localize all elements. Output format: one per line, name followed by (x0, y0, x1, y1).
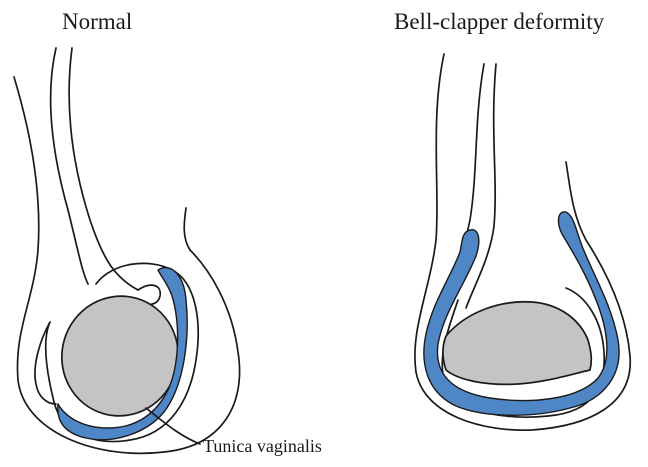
bell-clapper-panel (415, 54, 630, 430)
normal-testis (48, 282, 193, 429)
normal-panel-title: Normal (62, 10, 132, 33)
tunica-vaginalis-label: Tunica vaginalis (203, 437, 322, 455)
bell-testis (443, 302, 591, 385)
bell-spermatic-cord-right (466, 64, 496, 308)
bell-clapper-panel-title: Bell-clapper deformity (394, 10, 604, 33)
normal-panel (14, 48, 240, 453)
